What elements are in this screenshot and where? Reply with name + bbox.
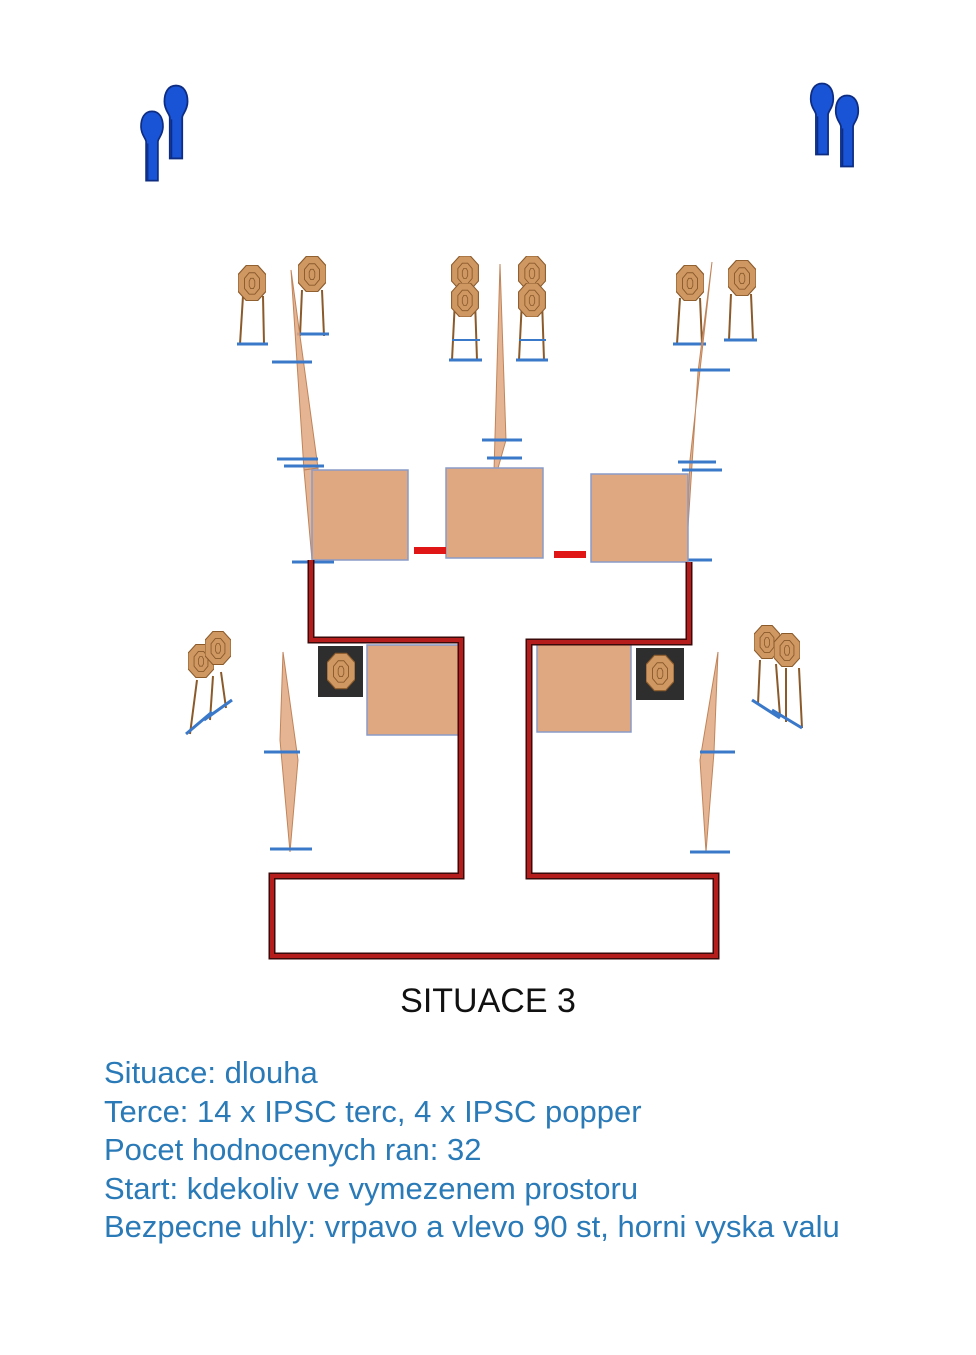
barrels [311, 467, 689, 736]
ipsc-target [676, 265, 704, 301]
fault-line [414, 547, 446, 554]
barrel [366, 644, 462, 736]
info-line-situation: Situace: dlouha [104, 1055, 318, 1090]
ipsc-target [774, 632, 800, 668]
fault-lines [414, 547, 586, 558]
shooter-figure [809, 82, 835, 156]
shooters-left [139, 84, 189, 182]
ipsc-target [205, 630, 231, 666]
targets-side-right [751, 624, 803, 730]
shooters-right [809, 82, 860, 168]
ipsc-target [451, 283, 479, 317]
barrel [311, 469, 409, 561]
shooter-figure [139, 110, 165, 182]
poppers [318, 646, 684, 700]
popper-target [646, 654, 674, 692]
info-line-shots: Pocet hodnocenych ran: 32 [104, 1132, 482, 1167]
info-line-start: Start: kdekoliv ve vymezenem prostoru [104, 1170, 639, 1206]
ipsc-target [518, 283, 546, 317]
targets-side-left [185, 630, 233, 736]
fault-line [554, 551, 586, 558]
shooter-figure [163, 84, 189, 160]
popper-target [327, 652, 355, 690]
diagram-title: SITUACE 3 [400, 982, 576, 1020]
no-shoot-blade [290, 269, 319, 471]
barrel [445, 467, 544, 559]
barrel [590, 473, 689, 563]
barrel [536, 643, 632, 733]
info-line-targets: Terce: 14 x IPSC terc, 4 x IPSC popper [104, 1093, 642, 1129]
no-shoot-blade [685, 261, 713, 559]
info-line-safety-angles: Bezpecne uhly: vrpavo a vlevo 90 st, hor… [104, 1209, 840, 1244]
targets-top-center [449, 256, 548, 362]
shooter-figure [834, 94, 860, 168]
walls-inner [270, 560, 718, 958]
stage-info: Situace: dlouha Terce: 14 x IPSC terc, 4… [104, 1054, 840, 1247]
ipsc-target [238, 265, 266, 301]
ipsc-target [298, 256, 326, 292]
targets-top-right [673, 260, 757, 346]
ipsc-target [728, 260, 756, 296]
wall-outline [268, 560, 720, 960]
walls [268, 560, 720, 960]
wall [270, 560, 718, 958]
targets-top-left [237, 256, 329, 346]
